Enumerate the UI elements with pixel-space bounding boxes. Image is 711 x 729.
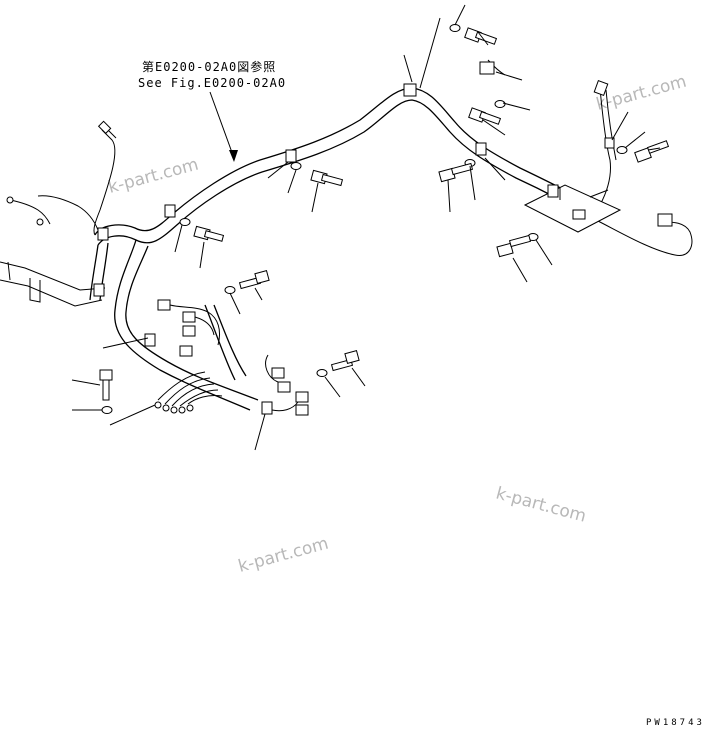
- bolt: [310, 169, 344, 187]
- connector: [157, 299, 171, 311]
- main-harness: [89, 87, 601, 411]
- washers: [101, 24, 628, 414]
- upper-left-branch-wire: [6, 120, 117, 236]
- bolts: [99, 27, 670, 401]
- terminal: [154, 401, 162, 409]
- clamp: [285, 149, 297, 163]
- clamp: [97, 227, 109, 241]
- clamp: [261, 401, 273, 415]
- watermark: k-part.com: [106, 155, 201, 198]
- connector: [657, 213, 673, 227]
- washer: [224, 286, 236, 294]
- reference-arrow: [209, 91, 238, 162]
- connector-cluster-left: [157, 299, 221, 357]
- connector: [295, 404, 309, 416]
- reference-note-jp: 第E0200-02A0図参照: [142, 59, 276, 74]
- terminal: [178, 406, 186, 414]
- watermark: k-part.com: [236, 534, 331, 577]
- reference-note-en: See Fig.E0200-02A0: [138, 76, 286, 90]
- connector: [182, 325, 196, 337]
- clamp: [547, 184, 559, 198]
- washer: [290, 162, 302, 170]
- drawing-code: PW18743: [646, 718, 705, 728]
- connector: [277, 381, 291, 393]
- connector: [179, 345, 193, 357]
- washer: [494, 100, 506, 108]
- bolt: [634, 140, 670, 163]
- washer: [616, 146, 628, 154]
- terminal: [170, 406, 178, 414]
- clamp: [93, 283, 105, 297]
- clamp: [475, 142, 487, 156]
- bolt: [438, 162, 474, 183]
- leader-lines: [71, 4, 661, 451]
- clamp: [164, 204, 176, 218]
- bolt: [99, 369, 113, 401]
- connector-cluster-right: [265, 354, 309, 416]
- bolt: [496, 234, 532, 258]
- bolt: [238, 270, 270, 290]
- terminal-cluster: [154, 371, 223, 414]
- frame-rail: [0, 261, 106, 307]
- clamp: [144, 333, 156, 347]
- clamp: [604, 137, 615, 149]
- washer: [449, 24, 461, 32]
- washer: [101, 406, 113, 414]
- watermark: k-part.com: [494, 484, 589, 527]
- connector: [295, 391, 309, 403]
- bolt: [193, 225, 225, 242]
- connector: [593, 80, 609, 96]
- bolt: [330, 350, 360, 372]
- bolt: [468, 107, 502, 125]
- clip: [572, 209, 586, 220]
- clamp: [403, 83, 417, 97]
- washer: [179, 218, 191, 226]
- right-branch-wire: [479, 59, 693, 256]
- washer: [316, 369, 328, 377]
- connector: [479, 61, 495, 75]
- terminal: [162, 404, 170, 412]
- connector: [271, 367, 285, 379]
- terminal: [186, 404, 194, 412]
- harness-clamps: [93, 83, 615, 415]
- connector: [182, 311, 196, 323]
